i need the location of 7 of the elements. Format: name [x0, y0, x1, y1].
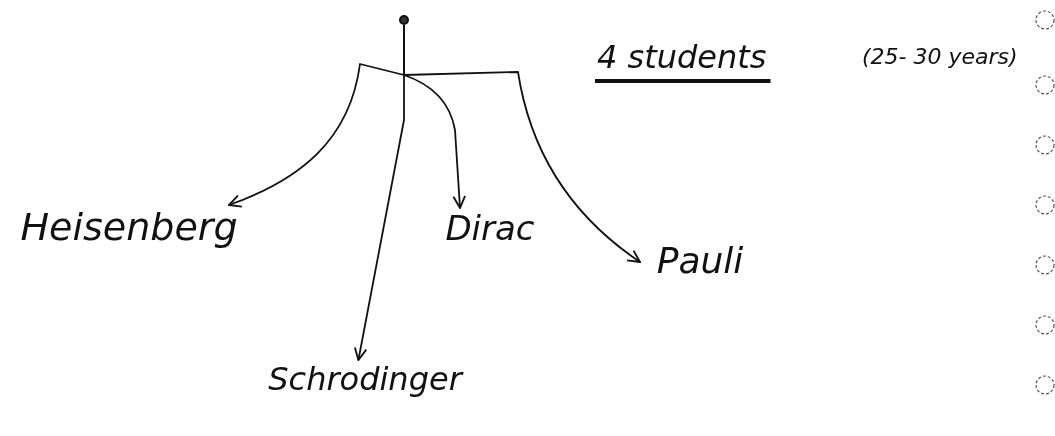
age-note: (25- 30 years) — [862, 44, 1018, 69]
student-name: Pauli — [656, 240, 744, 281]
root-dot — [399, 15, 409, 25]
heading-text: 4 students — [597, 38, 767, 76]
student-name: Dirac — [445, 208, 535, 248]
student-name: Heisenberg — [20, 205, 238, 249]
student-name: Schrodinger — [268, 360, 462, 398]
